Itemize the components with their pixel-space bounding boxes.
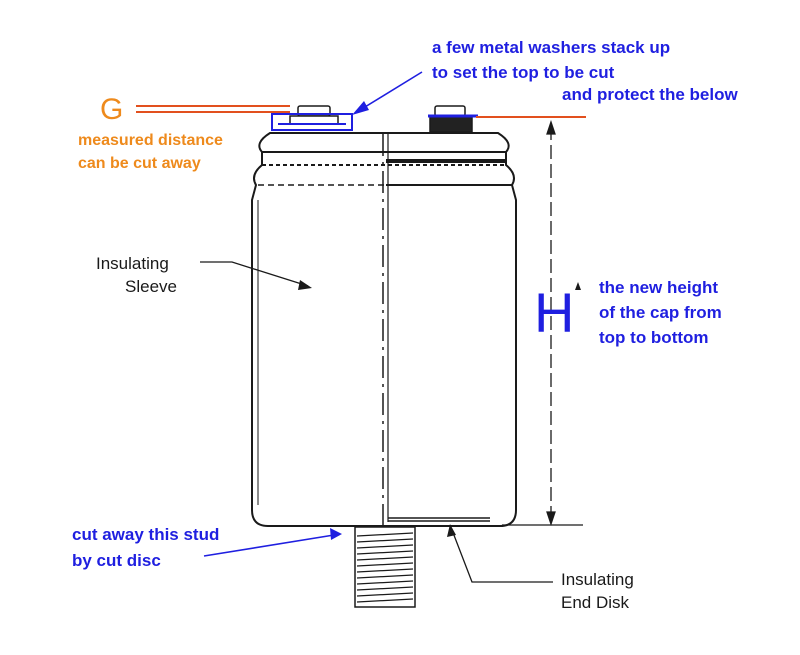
washer-arrow (352, 71, 423, 115)
thread-line (356, 538, 414, 543)
washer-stack-highlight (271, 113, 353, 131)
thread-line (356, 574, 414, 579)
thread-line (356, 556, 414, 561)
height-note-line2: of the cap from (599, 303, 722, 322)
capacitor-body (251, 132, 517, 527)
thread-line (356, 544, 414, 549)
thread-line (356, 586, 414, 591)
h-label: H (534, 281, 574, 344)
stud-note-line2: by cut disc (72, 551, 161, 570)
end-disk-label-line2: End Disk (561, 593, 630, 612)
thread-line (356, 592, 414, 597)
washers-note-line3: and protect the below (562, 85, 738, 104)
height-note-line3: top to bottom (599, 328, 709, 347)
stud-note-line1: cut away this stud (72, 525, 219, 544)
g-label: G (100, 93, 123, 126)
end-disk-label-line1: Insulating (561, 570, 634, 589)
thread-line (356, 532, 414, 537)
sleeve-leader (200, 261, 312, 290)
top-rim (258, 132, 512, 186)
thread-line (356, 598, 414, 603)
g-note-line1: measured distance (78, 132, 223, 149)
end-disk-leader (447, 524, 553, 583)
thread-line (356, 580, 414, 585)
h-tick-mark (575, 282, 581, 290)
height-dimension (502, 119, 583, 527)
sleeve-label-line2: Sleeve (125, 277, 177, 296)
right-terminal (429, 105, 473, 133)
height-note-line1: the new height (599, 278, 718, 297)
washers-note-line1: a few metal washers stack up (432, 38, 670, 57)
stud-threads (356, 532, 414, 603)
washers-note-line2: to set the top to be cut (432, 63, 615, 82)
g-cut-lines (136, 105, 290, 113)
g-note-line2: can be cut away (78, 155, 201, 172)
thread-line (356, 568, 414, 573)
stud-arrow (203, 528, 342, 557)
thread-line (356, 562, 414, 567)
sleeve-label-line1: Insulating (96, 254, 169, 273)
thread-line (356, 550, 414, 555)
end-disk (388, 517, 490, 522)
